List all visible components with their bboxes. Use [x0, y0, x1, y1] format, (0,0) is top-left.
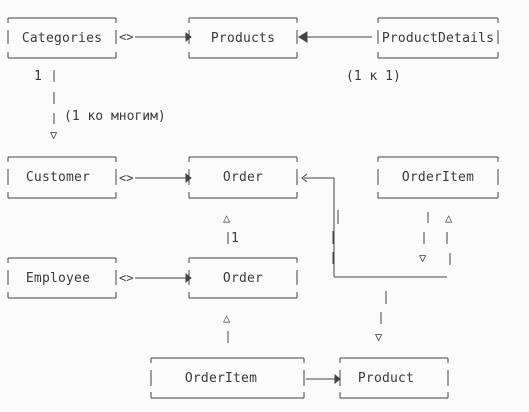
node-product: Product: [340, 358, 432, 398]
arrowhead-customer-order: [185, 172, 192, 184]
bidirectional-marker: <>: [119, 271, 134, 285]
node-customer-label: Customer: [25, 170, 91, 185]
multiplicity-label: 1: [34, 69, 42, 84]
node-categories: Categories: [8, 18, 116, 58]
arrowhead-order-top-open: [301, 173, 308, 183]
node-categories-label: Categories: [21, 30, 103, 46]
triangle-up-icon: △: [223, 211, 231, 225]
products-box-frame: [188, 17, 298, 59]
node-order-top: Order: [189, 157, 297, 198]
triangle-up-icon: △: [445, 211, 453, 225]
order-item-top-box-frame: [377, 156, 499, 199]
arrowhead-orderitem-product: [334, 373, 341, 385]
node-order-item-bottom: OrderItem: [151, 358, 291, 398]
relation-label-one-to-many: (1 ко многим): [64, 109, 166, 124]
order-item-bottom-box-frame: [150, 357, 305, 399]
product-details-box-frame: [377, 17, 499, 59]
node-product-label: Product: [357, 370, 415, 386]
customer-box-frame: [7, 156, 117, 199]
node-product-details-label: ProductDetails: [381, 30, 495, 46]
employee-box-frame: [7, 257, 117, 299]
node-products: Products: [189, 18, 297, 58]
node-employee-label: Employee: [25, 270, 91, 286]
triangle-down-icon: ▽: [50, 128, 58, 142]
node-customer: Customer: [8, 157, 108, 198]
node-order-item-bottom-label: OrderItem: [184, 370, 258, 386]
node-order-item-top: OrderItem: [378, 157, 498, 198]
bidirectional-marker: <>: [119, 30, 134, 44]
node-order-top-label: Order: [222, 170, 264, 185]
relation-label-one-to-one: (1 к 1): [346, 69, 401, 84]
arrowhead-products: [185, 31, 192, 43]
product-box-frame: [339, 357, 449, 399]
node-product-details: ProductDetails: [378, 18, 498, 58]
arrowhead-productdetails-to-products: [298, 31, 308, 43]
node-order-bottom-label: Order: [222, 270, 264, 286]
multiplicity-label: 1: [231, 231, 239, 246]
node-employee: Employee: [8, 258, 108, 298]
order-top-box-frame: [188, 156, 298, 199]
order-bottom-box-frame: [188, 257, 298, 299]
vertical-pipes: [53, 70, 451, 343]
bidirectional-marker: <>: [119, 171, 134, 185]
categories-box-frame: [7, 17, 117, 59]
triangle-up-icon: △: [223, 311, 231, 325]
triangle-down-icon: ▽: [375, 330, 383, 344]
node-products-label: Products: [210, 30, 276, 46]
node-order-item-top-label: OrderItem: [401, 170, 475, 185]
arrowhead-employee-order: [185, 272, 192, 284]
triangle-down-icon: ▽: [419, 251, 427, 265]
node-order-bottom: Order: [189, 258, 297, 298]
